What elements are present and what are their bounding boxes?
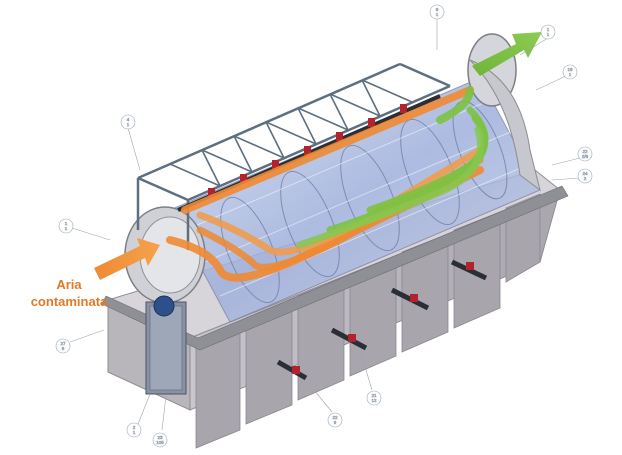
callout-c11: 23 105 — [152, 395, 168, 448]
callouts: 1 1 19 1 9 1 22 2/6 24 2 — [55, 4, 593, 448]
svg-text:1: 1 — [65, 221, 68, 226]
svg-text:12: 12 — [371, 398, 377, 403]
inlet-air-label-line2: contaminata — [30, 294, 108, 309]
svg-text:6: 6 — [62, 346, 65, 351]
hopper-fins — [195, 193, 541, 449]
svg-text:105: 105 — [156, 440, 164, 445]
callout-c4: 22 2/6 — [551, 146, 593, 166]
svg-text:27: 27 — [60, 341, 66, 346]
svg-text:1: 1 — [436, 12, 439, 17]
svg-text:1: 1 — [547, 32, 550, 37]
svg-text:22: 22 — [332, 415, 338, 420]
drain-valves — [276, 259, 488, 381]
drive-motor — [145, 295, 187, 395]
airflow-paths — [166, 86, 489, 282]
callout-c8: 22 9 — [313, 389, 343, 428]
svg-text:1: 1 — [547, 27, 550, 32]
svg-text:21: 21 — [371, 393, 377, 398]
svg-text:19: 19 — [567, 67, 573, 72]
callout-c10: 4 1 — [120, 114, 141, 171]
callout-c7: 27 6 — [55, 329, 105, 354]
callout-c5: 24 2 — [551, 168, 593, 184]
base-skid — [101, 185, 569, 351]
svg-text:9: 9 — [436, 7, 439, 12]
svg-text:1: 1 — [133, 430, 136, 435]
outlet-arrow — [472, 32, 542, 76]
svg-text:4: 4 — [127, 117, 130, 122]
svg-text:2: 2 — [584, 176, 587, 181]
callout-c1: 1 1 — [519, 24, 556, 56]
svg-text:1: 1 — [65, 226, 68, 231]
callout-c2: 19 1 — [535, 64, 578, 91]
svg-text:9: 9 — [334, 420, 337, 425]
drain-valve-4 — [450, 259, 488, 281]
callout-c3: 9 1 — [429, 4, 445, 50]
inlet-air-label-line1: Aria — [56, 277, 82, 292]
svg-text:22: 22 — [582, 149, 588, 154]
drain-valve-2 — [330, 327, 368, 351]
svg-text:2: 2 — [133, 425, 136, 430]
svg-text:1: 1 — [569, 72, 572, 77]
callout-c12: 2 1 — [126, 393, 151, 438]
inlet-arrow — [94, 238, 160, 280]
inlet-air-label: Aria contaminata — [14, 276, 124, 310]
callout-c6: 1 1 — [58, 218, 111, 241]
callout-c9: 21 12 — [359, 349, 382, 406]
svg-text:24: 24 — [582, 171, 588, 176]
drain-valve-3 — [390, 287, 430, 311]
svg-text:23: 23 — [157, 435, 163, 440]
svg-text:2/6: 2/6 — [582, 154, 589, 159]
svg-text:1: 1 — [127, 122, 130, 127]
drain-valve-1 — [276, 359, 308, 381]
